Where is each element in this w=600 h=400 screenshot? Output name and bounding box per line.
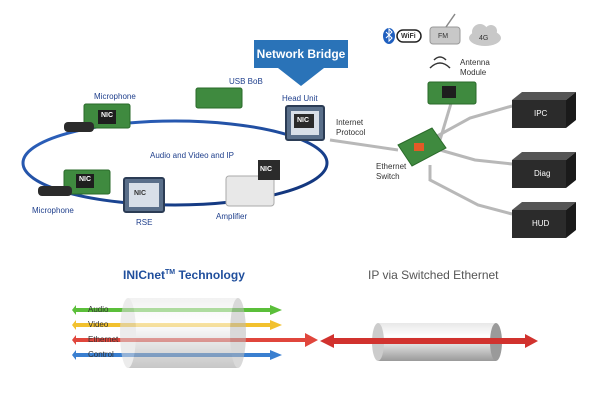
- antenna-module-label: Antenna Module: [460, 58, 490, 77]
- head-unit-node: [195, 87, 325, 141]
- wifi-label: WiFi: [401, 33, 416, 40]
- hud-label: HUD: [532, 219, 550, 228]
- nic-tag-amplifier: NIC: [260, 166, 273, 173]
- ethernet-arrow-label: Ethernet: [88, 335, 119, 344]
- nic-tag-mic-top: NIC: [101, 112, 114, 119]
- bluetooth-icon: [383, 27, 395, 44]
- fm-label: FM: [438, 33, 449, 40]
- diag-label: Diag: [534, 169, 551, 178]
- nic-tag-mic-bottom: NIC: [79, 176, 92, 183]
- microphone-bottom-node: [38, 169, 111, 196]
- audio-arrow-label: Audio: [88, 305, 109, 314]
- device-ipc: [512, 92, 576, 128]
- bridge-arrow-tip: [278, 68, 324, 86]
- amplifier-node: [225, 160, 280, 207]
- device-hud: [512, 202, 576, 238]
- ipc-label: IPC: [534, 109, 548, 118]
- ip-ethernet-arrow: [320, 334, 538, 348]
- device-diag: [512, 152, 576, 188]
- network-bridge-banner: Network Bridge: [254, 40, 348, 68]
- ethernet-switch-label: Ethernet Switch: [376, 162, 407, 181]
- amplifier-label: Amplifier: [216, 212, 248, 221]
- 4g-label: 4G: [479, 35, 489, 42]
- rse-label: RSE: [136, 218, 153, 227]
- microphone-bottom-label: Microphone: [32, 206, 74, 215]
- inicnet-cable: [120, 298, 246, 368]
- ip-switched-ethernet-title: IP via Switched Ethernet: [368, 268, 499, 282]
- usb-bob-label: USB BoB: [229, 77, 263, 86]
- internet-protocol-label: Internet Protocol: [336, 118, 366, 137]
- ethernet-switch-node: [397, 127, 447, 167]
- inicnet-ring: [21, 119, 329, 207]
- cloud-4g-icon: [469, 24, 501, 46]
- wifi-icon: [396, 29, 422, 43]
- video-arrow-label: Video: [88, 320, 109, 329]
- ethernet-cables: [329, 99, 513, 216]
- microphone-top-node: [64, 103, 131, 132]
- ring-label: Audio and Video and IP: [150, 151, 234, 160]
- antenna-module-node: [427, 56, 477, 105]
- head-unit-label: Head Unit: [282, 94, 318, 103]
- inicnet-technology-title: INICnetTM Technology: [123, 268, 245, 282]
- rse-node: [123, 177, 165, 213]
- microphone-top-label: Microphone: [94, 92, 136, 101]
- control-arrow-label: Control: [88, 350, 114, 359]
- nic-tag-head-unit: NIC: [297, 117, 310, 124]
- nic-tag-rse: NIC: [134, 190, 147, 197]
- radio-fm-icon: [429, 13, 461, 45]
